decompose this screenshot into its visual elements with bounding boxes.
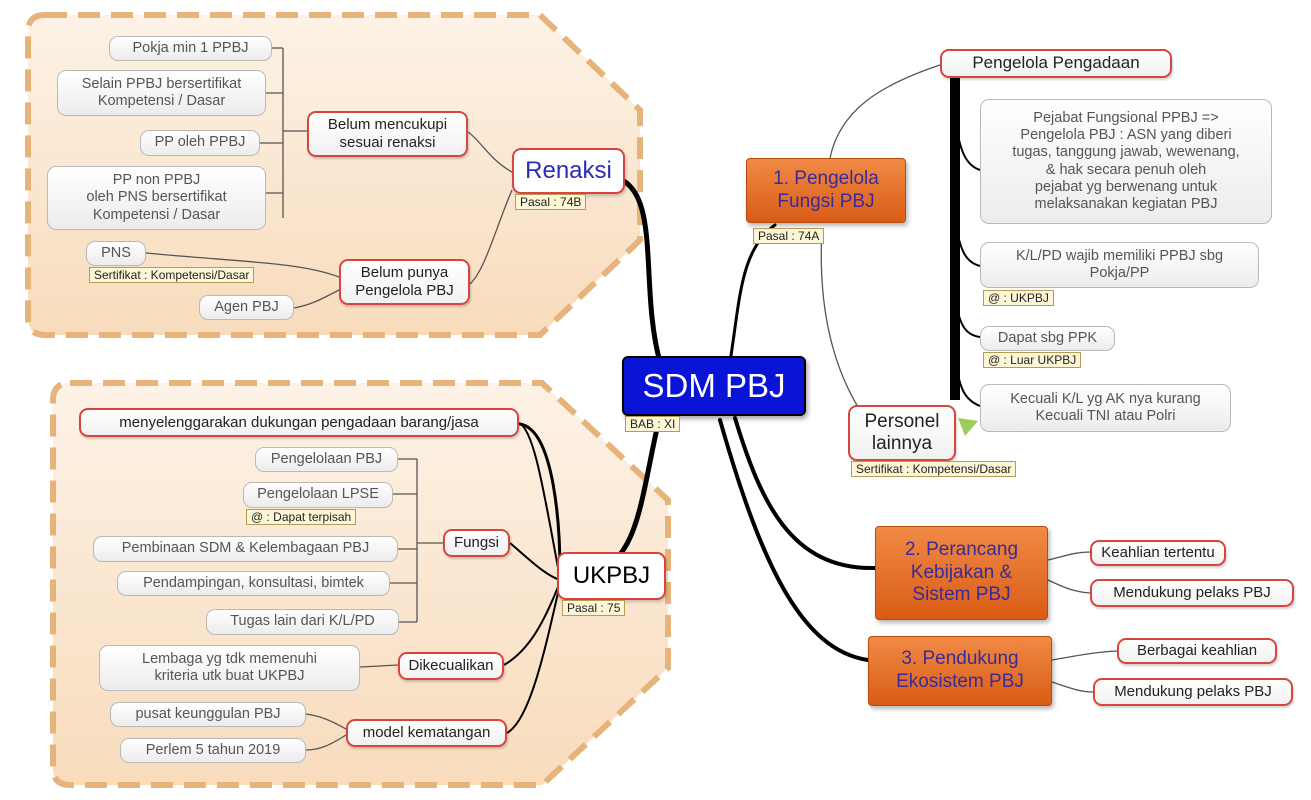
renaksi-leaf-agen[interactable]: Agen PBJ xyxy=(199,295,294,320)
renaksi-leaf-pns[interactable]: PNS xyxy=(86,241,146,266)
menyelenggarakan-node[interactable]: menyelenggarakan dukungan pengadaan bara… xyxy=(79,408,519,437)
lpse-tag: @ : Dapat terpisah xyxy=(246,509,357,525)
pengelola-leaf[interactable]: Dapat sbg PPK xyxy=(980,326,1115,351)
belum-punya-node[interactable]: Belum punya Pengelola PBJ xyxy=(339,259,470,305)
personel-lainnya-node[interactable]: Personel lainnya xyxy=(848,405,956,461)
pengelola-leaf[interactable]: Kecuali K/L yg AK nya kurang Kecuali TNI… xyxy=(980,384,1231,432)
model-kematangan-node[interactable]: model kematangan xyxy=(346,719,507,747)
renaksi-leaf[interactable]: PP non PPBJ oleh PNS bersertifikat Kompe… xyxy=(47,166,266,230)
fungsi-leaf[interactable]: Pendampingan, konsultasi, bimtek xyxy=(117,571,390,596)
ukpbj-node[interactable]: UKPBJ xyxy=(557,552,666,600)
perancang-node[interactable]: 2. Perancang Kebijakan & Sistem PBJ xyxy=(875,526,1048,620)
pengelola-leaf[interactable]: K/L/PD wajib memiliki PPBJ sbg Pokja/PP xyxy=(980,242,1259,288)
renaksi-leaf[interactable]: PP oleh PPBJ xyxy=(140,130,260,156)
pendukung-leaf[interactable]: Mendukung pelaks PBJ xyxy=(1093,678,1293,706)
pengelola-tag: Pasal : 74A xyxy=(753,228,825,244)
model-leaf[interactable]: Perlem 5 tahun 2019 xyxy=(120,738,306,763)
fungsi-node[interactable]: Fungsi xyxy=(443,529,510,557)
root-node-sdm-pbj[interactable]: SDM PBJ xyxy=(622,356,806,416)
renaksi-node[interactable]: Renaksi xyxy=(512,148,625,194)
fungsi-leaf[interactable]: Pembinaan SDM & Kelembagaan PBJ xyxy=(93,536,398,562)
pns-certificate-tag: Sertifikat : Kompetensi/Dasar xyxy=(89,267,255,283)
ukpbj-tag: Pasal : 75 xyxy=(562,600,626,616)
pendukung-node[interactable]: 3. Pendukung Ekosistem PBJ xyxy=(868,636,1052,706)
renaksi-leaf[interactable]: Pokja min 1 PPBJ xyxy=(109,36,272,61)
dikecualikan-node[interactable]: Dikecualikan xyxy=(398,652,504,680)
ukpbj-at-tag: @ : UKPBJ xyxy=(983,290,1054,306)
arrow-head xyxy=(958,418,978,436)
belum-mencukupi-node[interactable]: Belum mencukupi sesuai renaksi xyxy=(307,111,468,157)
pendukung-leaf[interactable]: Berbagai keahlian xyxy=(1117,638,1277,664)
model-leaf[interactable]: pusat keunggulan PBJ xyxy=(110,702,306,727)
pengelola-leaf[interactable]: Pejabat Fungsional PPBJ => Pengelola PBJ… xyxy=(980,99,1272,224)
renaksi-tag: Pasal : 74B xyxy=(515,194,587,210)
perancang-leaf[interactable]: Keahlian tertentu xyxy=(1090,540,1226,566)
luar-ukpbj-tag: @ : Luar UKPBJ xyxy=(983,352,1082,368)
fungsi-leaf[interactable]: Pengelolaan PBJ xyxy=(255,447,398,472)
renaksi-leaf[interactable]: Selain PPBJ bersertifikat Kompetensi / D… xyxy=(57,70,266,116)
pengelola-pengadaan-node[interactable]: Pengelola Pengadaan xyxy=(940,49,1172,78)
perancang-leaf[interactable]: Mendukung pelaks PBJ xyxy=(1090,579,1294,607)
pengelola-fungsi-node[interactable]: 1. Pengelola Fungsi PBJ xyxy=(746,158,906,223)
fungsi-leaf[interactable]: Pengelolaan LPSE xyxy=(243,482,393,508)
dikecualikan-leaf[interactable]: Lembaga yg tdk memenuhi kriteria utk bua… xyxy=(99,645,360,691)
personel-tag: Sertifikat : Kompetensi/Dasar xyxy=(851,461,1017,477)
fungsi-leaf[interactable]: Tugas lain dari K/L/PD xyxy=(206,609,399,635)
root-tag: BAB : XI xyxy=(625,416,681,432)
